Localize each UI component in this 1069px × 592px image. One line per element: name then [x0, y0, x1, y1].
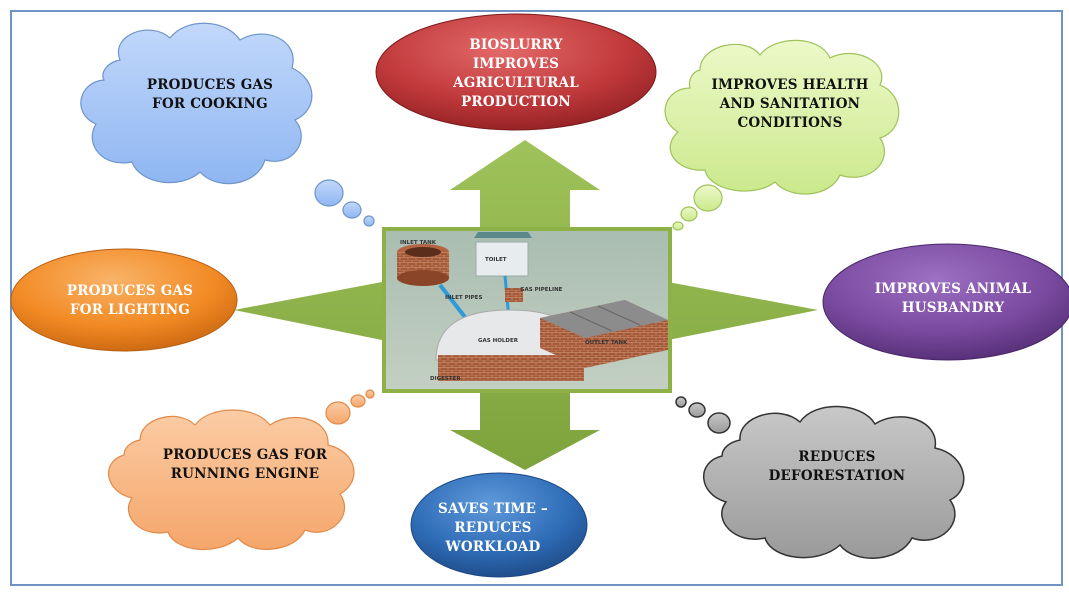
workload-node [410, 472, 588, 578]
label-gas-holder: GAS HOLDER [478, 338, 518, 344]
husbandry-label: IMPROVES ANIMAL HUSBANDRY [858, 280, 1048, 318]
label-inlet-tank: INLET TANK [400, 240, 437, 246]
deforestation-line-1: REDUCES [798, 449, 876, 465]
lighting-node [10, 248, 238, 352]
workload-line-1: SAVES TIME – [438, 501, 548, 517]
engine-cloud [108, 389, 375, 551]
bioslurry-line-3: AGRICULTURAL [453, 75, 579, 91]
cooking-line-2: FOR COOKING [152, 96, 268, 112]
lighting-label: PRODUCES GAS FOR LIGHTING [40, 282, 220, 320]
health-line-2: AND SANITATION [719, 96, 861, 112]
workload-line-3: WORKLOAD [445, 539, 541, 555]
biogas-plant-image [382, 227, 672, 393]
health-label: IMPROVES HEALTH AND SANITATION CONDITION… [690, 76, 890, 133]
health-line-3: CONDITIONS [737, 115, 843, 131]
label-outlet-tank: OUTLET TANK [585, 340, 628, 346]
husbandry-line-2: HUSBANDRY [901, 300, 1005, 316]
cooking-line-1: PRODUCES GAS [146, 77, 274, 93]
health-cloud [664, 39, 900, 231]
deforestation-line-2: DEFORESTATION [768, 468, 906, 484]
bioslurry-label: BIOSLURRY IMPROVES AGRICULTURAL PRODUCTI… [416, 36, 616, 112]
bioslurry-line-4: PRODUCTION [461, 94, 571, 110]
label-inlet-pipes: INLET PIPES [445, 295, 483, 301]
health-line-1: IMPROVES HEALTH [711, 77, 869, 93]
cooking-cloud [80, 22, 375, 227]
engine-line-2: RUNNING ENGINE [170, 466, 320, 482]
bioslurry-node [375, 13, 657, 131]
label-gas-pipeline: GAS PIPELINE [520, 287, 563, 293]
deforestation-label: REDUCES DEFORESTATION [752, 448, 922, 486]
workload-label: SAVES TIME – REDUCES WORKLOAD [418, 500, 568, 557]
label-toilet: TOILET [485, 257, 507, 263]
bioslurry-line-2: IMPROVES [472, 56, 560, 72]
label-digester: DIGESTER [430, 376, 461, 382]
engine-line-1: PRODUCES GAS FOR [162, 447, 328, 463]
lighting-line-1: PRODUCES GAS [66, 283, 194, 299]
lighting-line-2: FOR LIGHTING [70, 302, 190, 318]
deforestation-cloud [675, 396, 965, 559]
workload-line-2: REDUCES [454, 520, 532, 536]
cooking-label: PRODUCES GAS FOR COOKING [120, 76, 300, 114]
husbandry-line-1: IMPROVES ANIMAL [874, 281, 1032, 297]
husbandry-node [822, 243, 1069, 361]
bioslurry-line-1: BIOSLURRY [469, 37, 563, 53]
engine-label: PRODUCES GAS FOR RUNNING ENGINE [150, 446, 340, 484]
